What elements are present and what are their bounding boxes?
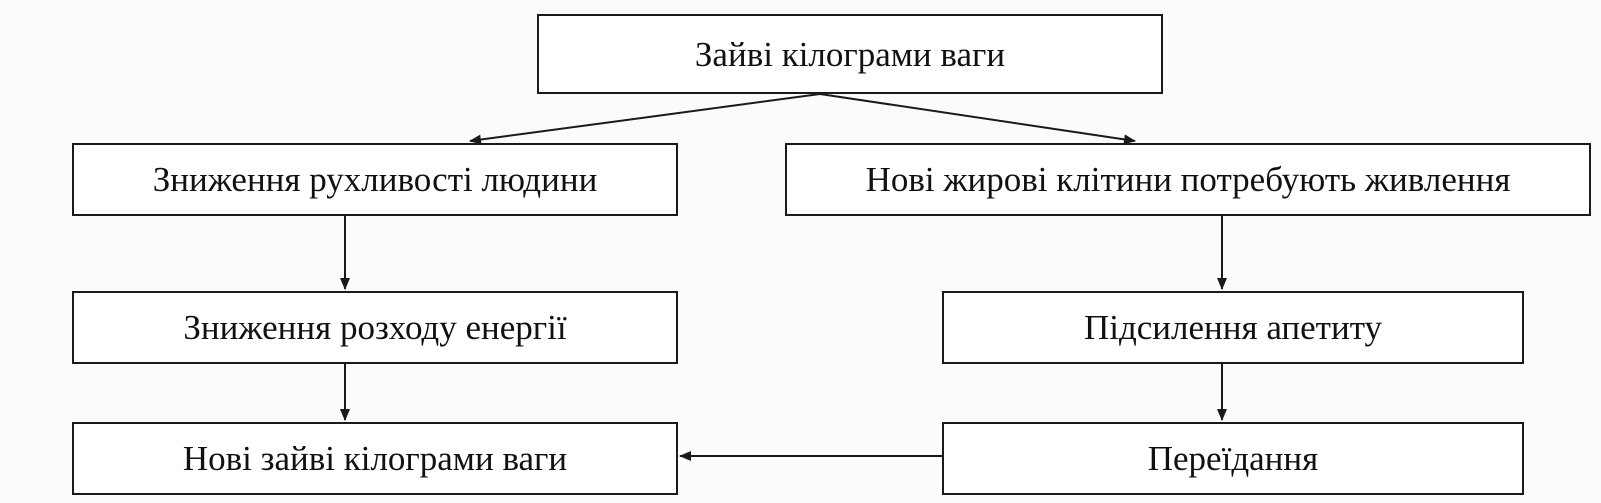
arrow-excess-to-fat-cells — [819, 93, 1136, 145]
node-label: Зниження розходу енергії — [183, 308, 567, 347]
node-increased-appetite: Підсилення апетиту — [942, 291, 1524, 364]
node-reduced-mobility: Зниження рухливості людини — [72, 143, 678, 216]
node-overeating: Переїдання — [942, 422, 1524, 495]
node-label: Зайві кілограми ваги — [694, 34, 1006, 74]
arrow-excess-to-mobility — [469, 93, 821, 145]
node-label: Зниження рухливості людини — [152, 160, 598, 199]
node-label: Нові зайві кілограми ваги — [182, 439, 568, 478]
node-label: Підсилення апетиту — [1083, 308, 1383, 347]
node-label: Переїдання — [1147, 439, 1319, 478]
node-label: Нові жирові клітини потребують живлення — [865, 160, 1511, 199]
node-fat-cells-nutrition: Нові жирові клітини потребують живлення — [785, 143, 1591, 216]
node-new-excess-weight: Нові зайві кілограми ваги — [72, 422, 678, 495]
node-excess-weight: Зайві кілограми ваги — [537, 14, 1163, 94]
node-reduced-energy-use: Зниження розходу енергії — [72, 291, 678, 364]
